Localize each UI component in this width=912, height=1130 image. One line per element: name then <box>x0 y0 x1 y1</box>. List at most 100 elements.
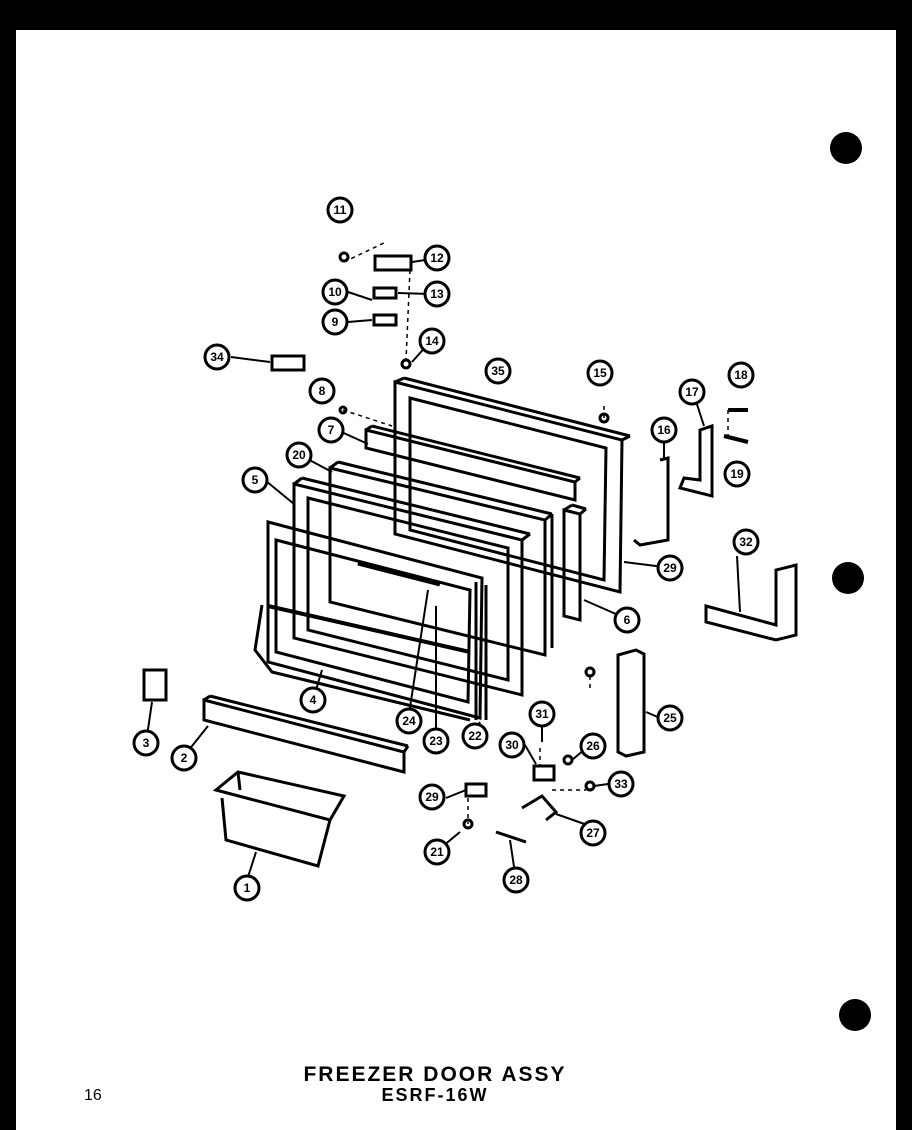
part-handle-clip <box>142 668 168 702</box>
leader-lines <box>145 258 741 881</box>
part-upper-hinge <box>677 423 714 498</box>
part-side-rail <box>562 503 587 622</box>
callout-circle <box>317 416 345 444</box>
callout-18: 18 <box>727 361 755 389</box>
binder-hole-top <box>830 132 862 164</box>
callout-circle <box>607 770 635 798</box>
callout-circle <box>321 278 349 306</box>
callout-label: 15 <box>593 366 607 380</box>
part-bottom-bracket <box>704 563 798 642</box>
callout-19: 19 <box>723 460 751 488</box>
callout-circle <box>203 343 231 371</box>
callout-35: 35 <box>484 357 512 385</box>
callout-9: 9 <box>321 308 349 336</box>
callout-circle <box>656 704 684 732</box>
part-lower-screw <box>462 818 474 830</box>
callout-label: 5 <box>252 473 259 487</box>
part-hinge-screw-top <box>338 251 350 263</box>
callout-label: 28 <box>509 873 523 887</box>
diagram-title: FREEZER DOOR ASSY <box>303 1063 567 1086</box>
part-hinge-shim <box>372 286 398 300</box>
callout-11: 11 <box>326 196 354 224</box>
part-gasket-frame <box>292 476 531 697</box>
callout-label: 27 <box>586 826 600 840</box>
callout-circle <box>678 378 706 406</box>
callout-circle <box>586 359 614 387</box>
part-top-rail <box>364 424 581 502</box>
callout-34: 34 <box>203 343 231 371</box>
callout-26: 26 <box>579 732 607 760</box>
callout-label: 3 <box>143 736 150 750</box>
callout-circle <box>422 727 450 755</box>
callout-circle <box>418 327 446 355</box>
callout-32: 32 <box>732 528 760 556</box>
callout-label: 14 <box>425 334 439 348</box>
model-number: ESRF-16W <box>381 1085 489 1105</box>
callout-label: 30 <box>505 738 519 752</box>
callout-circle <box>727 361 755 389</box>
part-hinge-side-strip <box>616 648 646 758</box>
callout-label: 21 <box>430 845 444 859</box>
callout-label: 23 <box>429 734 443 748</box>
callout-label: 35 <box>491 364 505 378</box>
callout-16: 16 <box>650 416 678 444</box>
callout-label: 13 <box>430 287 444 301</box>
callout-circle <box>241 466 269 494</box>
callout-8: 8 <box>308 377 336 405</box>
part-cap <box>270 354 306 372</box>
callout-label: 17 <box>685 385 699 399</box>
part-lower-hinge-plate <box>532 764 556 782</box>
callout-label: 6 <box>624 613 631 627</box>
callout-20: 20 <box>285 441 313 469</box>
callout-24: 24 <box>395 707 423 735</box>
part-side-screw <box>584 666 596 678</box>
part-lower-hinge <box>521 794 559 822</box>
callout-10: 10 <box>321 278 349 306</box>
callout-circle <box>484 357 512 385</box>
part-inner-door-liner <box>253 520 488 722</box>
callout-label: 20 <box>292 448 306 462</box>
part-hinge-bracket <box>633 456 670 547</box>
callout-circle <box>233 874 261 902</box>
callout-circle <box>423 838 451 866</box>
callout-2: 2 <box>170 744 198 772</box>
callout-circle <box>132 729 160 757</box>
callout-circle <box>579 732 607 760</box>
binder-hole-middle <box>832 562 864 594</box>
callout-21: 21 <box>423 838 451 866</box>
part-door-liner-panel <box>328 460 554 657</box>
callout-30: 30 <box>498 731 526 759</box>
callout-4: 4 <box>299 686 327 714</box>
callout-circle <box>170 744 198 772</box>
callout-label: 26 <box>586 739 600 753</box>
callout-circle <box>285 441 313 469</box>
callout-circle <box>723 460 751 488</box>
callout-label: 34 <box>210 350 224 364</box>
callout-label: 33 <box>614 777 628 791</box>
part-plug <box>338 405 348 415</box>
part-hinge-washer <box>372 313 398 327</box>
callout-29: 29 <box>656 554 684 582</box>
callout-circle <box>418 783 446 811</box>
callout-circle <box>528 700 556 728</box>
assembly-lines <box>342 241 729 824</box>
callout-label: 16 <box>657 423 671 437</box>
callout-7: 7 <box>317 416 345 444</box>
part-lower-screw-2 <box>562 754 574 766</box>
callout-circle <box>613 606 641 634</box>
callout-label: 4 <box>310 693 317 707</box>
callout-label: 25 <box>663 711 677 725</box>
callout-circle <box>321 308 349 336</box>
part-lower-screw-3 <box>584 780 596 792</box>
callout-22: 22 <box>461 722 489 750</box>
callout-3: 3 <box>132 729 160 757</box>
callout-label: 29 <box>663 561 677 575</box>
callout-circle <box>579 819 607 847</box>
part-lower-hinge-pin <box>495 830 527 844</box>
callout-5: 5 <box>241 466 269 494</box>
callout-circle <box>299 686 327 714</box>
part-door-bin <box>212 770 347 868</box>
part-hinge-pin-bushing <box>400 358 412 370</box>
